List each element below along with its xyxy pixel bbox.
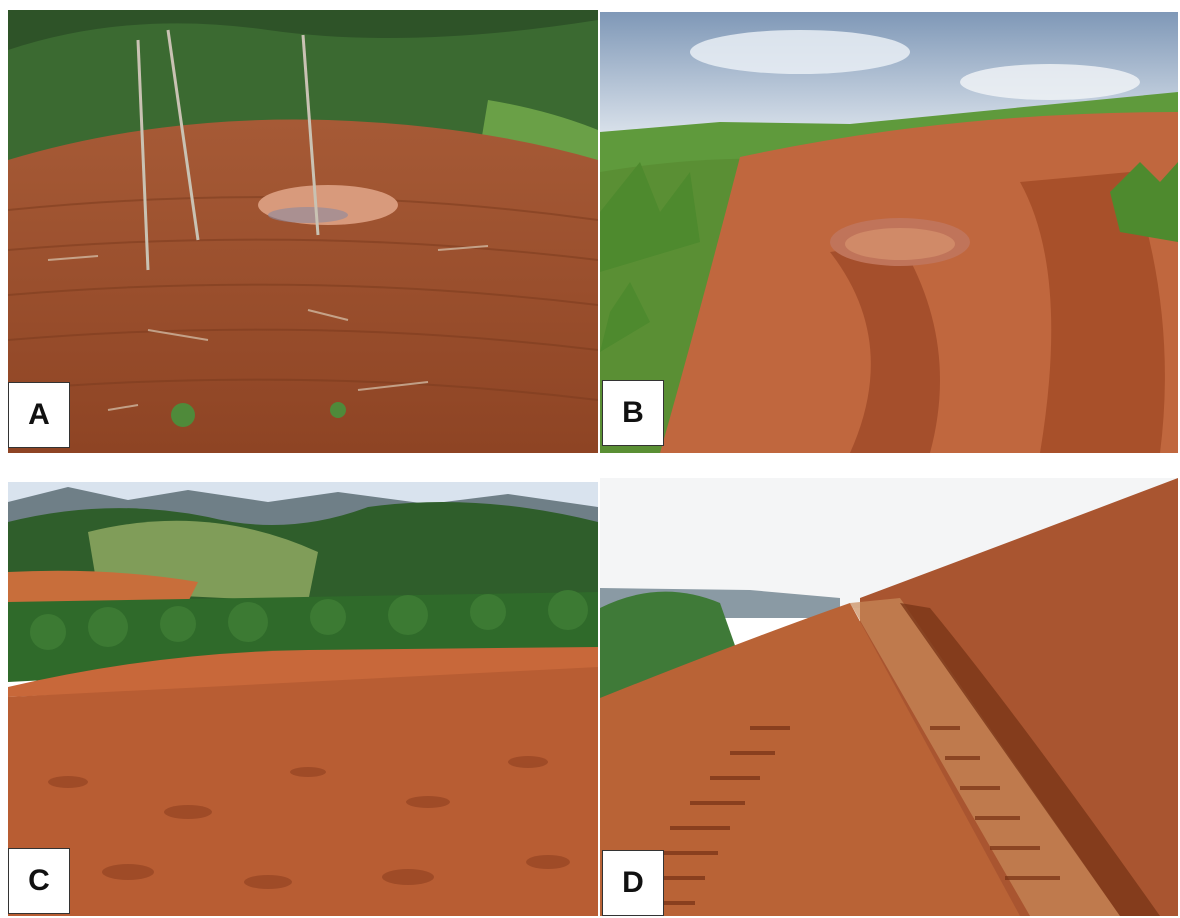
dead-tree-poles [136, 29, 320, 271]
terrace-bench [600, 603, 1020, 916]
terrace-edge [8, 647, 598, 697]
panel-label-b: B [602, 380, 664, 446]
panel-label-a: A [8, 382, 70, 448]
plowed-field-photo [8, 482, 598, 916]
gully-wall [1020, 172, 1165, 453]
photo-panel-d [600, 478, 1178, 916]
hillside-photo [8, 10, 598, 453]
cleared-soil [8, 119, 598, 453]
photo-panel-c [8, 482, 598, 916]
plowed-soil [8, 667, 598, 916]
gully-photo [600, 12, 1178, 453]
panel-label-c: C [8, 848, 70, 914]
distant-red-field [8, 570, 198, 602]
photo-panel-a [8, 10, 598, 453]
panel-label-d: D [602, 850, 664, 916]
photo-panel-b [600, 12, 1178, 453]
terrace-path [850, 598, 1120, 916]
terraced-slope-photo [600, 478, 1178, 916]
